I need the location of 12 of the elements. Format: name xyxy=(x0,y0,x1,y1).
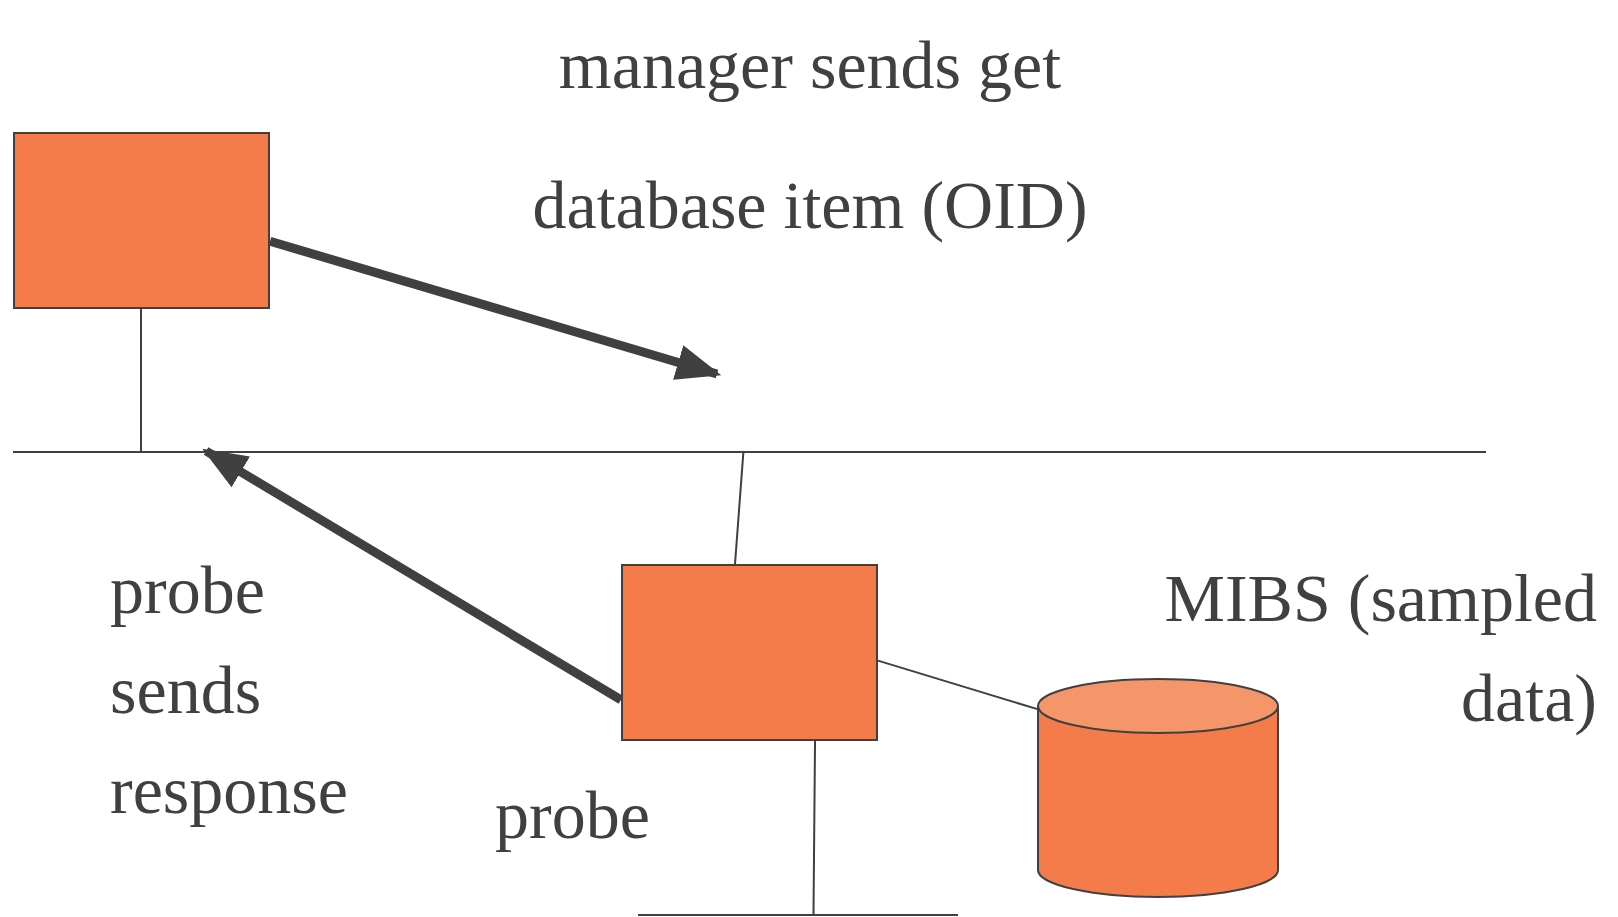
connector-line xyxy=(140,308,142,452)
caption-text: MIBS (sampled data) xyxy=(1163,559,1597,738)
network-line xyxy=(13,451,1486,453)
device-box xyxy=(13,132,270,309)
device-box xyxy=(621,564,878,741)
connector-line xyxy=(734,452,745,565)
database-cylinder xyxy=(1037,678,1279,898)
edge-label: manager sends get database item (OID) xyxy=(531,26,1089,245)
caption-text: probe xyxy=(495,776,651,855)
connector-line xyxy=(812,740,817,915)
network-line xyxy=(638,914,958,916)
edge-label: probe sends response xyxy=(110,551,349,830)
